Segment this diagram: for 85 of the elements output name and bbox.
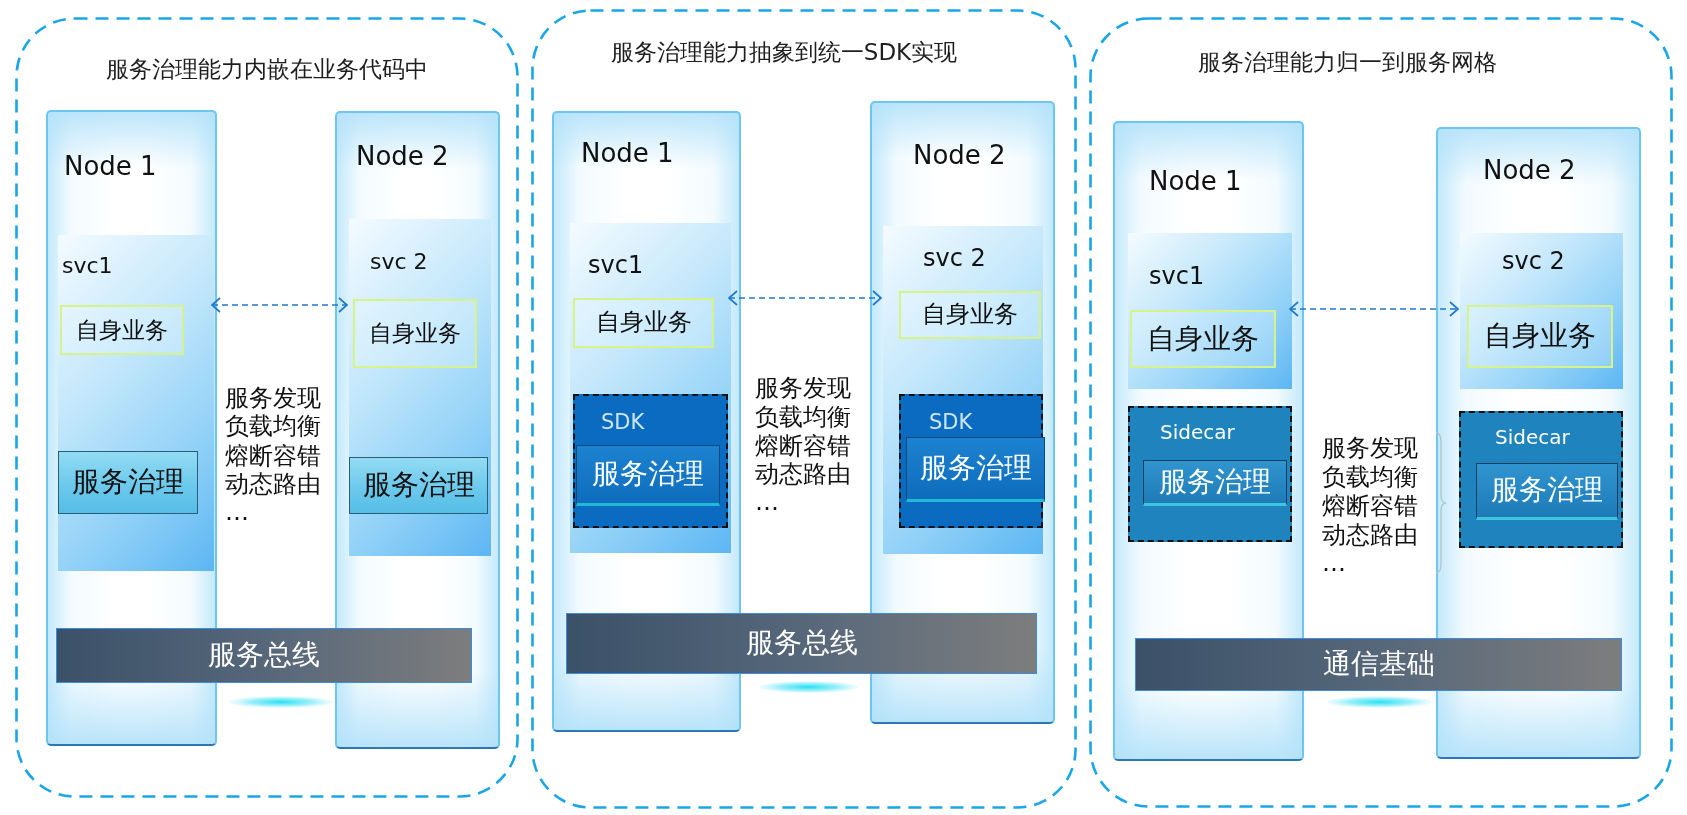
box-label: 自身业务: [76, 316, 168, 344]
node-title: Node 2: [1483, 156, 1576, 186]
service-panel: [1460, 233, 1623, 389]
service-title: svc 2: [370, 249, 428, 275]
container-title: SDK: [929, 409, 973, 435]
dashed-container: [1128, 406, 1292, 542]
service-panel: [349, 219, 491, 556]
module-box: [58, 451, 198, 514]
list-item-text: 熔断容错: [755, 432, 851, 460]
module-box: [1143, 460, 1287, 506]
module-box: [1476, 463, 1618, 520]
dashed-arrow: [1289, 301, 1459, 317]
list-item-text: 负载均衡: [225, 412, 321, 440]
service-panel: [570, 223, 731, 553]
list-item-text: 熔断容错: [225, 442, 321, 470]
dashed-arrow: [728, 290, 882, 306]
outlined-box: [1130, 310, 1276, 368]
box-label: 自身业务: [1484, 320, 1596, 353]
container-title: Sidecar: [1160, 420, 1235, 444]
box-label: 服务治理: [1491, 474, 1603, 507]
list-item-text: 动态路由: [225, 470, 321, 498]
outlined-box: [353, 299, 477, 368]
module-box: [349, 457, 488, 514]
list-item-text: 动态路由: [755, 460, 851, 488]
box-label: 通信基础: [1322, 648, 1435, 681]
dashed-container: [573, 394, 728, 528]
box-label: 服务治理: [362, 469, 475, 502]
service-title: svc1: [588, 252, 644, 280]
service-title: svc1: [1149, 263, 1205, 291]
node-title: Node 1: [64, 152, 157, 182]
node-column: [335, 111, 500, 749]
box-label: 自身业务: [595, 309, 692, 337]
dashed-panel: [1089, 17, 1673, 808]
bus-bar: [56, 628, 472, 683]
node-column: [1113, 121, 1304, 761]
list-item-text: 负载均衡: [1322, 463, 1418, 491]
service-panel: [883, 226, 1043, 554]
list-item-text: …: [755, 488, 779, 516]
node-title: Node 1: [581, 139, 674, 169]
outlined-box: [60, 305, 184, 355]
list-item-text: 服务发现: [755, 374, 851, 402]
service-title: svc1: [62, 253, 113, 279]
list-item-text: …: [225, 498, 249, 526]
module-box: [576, 445, 720, 506]
node-column: [870, 101, 1055, 724]
outlined-box: [899, 291, 1041, 339]
panel-title: 服务治理能力抽象到统一SDK实现: [610, 38, 958, 66]
node-column: [1436, 127, 1641, 759]
bus-bar: [566, 613, 1037, 674]
box-label: 自身业务: [1147, 322, 1259, 356]
node-column: [552, 111, 741, 732]
dashed-arrow: [211, 297, 348, 313]
list-item-text: 熔断容错: [1322, 492, 1418, 520]
dashed-panel: [15, 17, 519, 798]
list-item-text: 服务发现: [225, 384, 321, 412]
outlined-box: [1467, 305, 1613, 368]
box-label: 服务治理: [72, 466, 184, 499]
box-label: 服务治理: [1159, 465, 1271, 499]
list-item-text: 服务发现: [1322, 434, 1418, 462]
node-title: Node 2: [356, 142, 449, 172]
module-box: [906, 437, 1045, 502]
service-title: svc 2: [923, 245, 986, 273]
panel-title: 服务治理能力归一到服务网格: [1197, 48, 1497, 76]
list-item-text: …: [1322, 549, 1346, 577]
box-label: 服务治理: [592, 458, 704, 491]
box-label: 服务治理: [919, 452, 1032, 485]
node-title: Node 1: [1149, 167, 1242, 197]
list-item-text: 动态路由: [1322, 521, 1418, 549]
service-panel: [58, 235, 214, 571]
list-item-text: 负载均衡: [755, 403, 851, 431]
container-title: Sidecar: [1495, 425, 1570, 449]
box-label: 自身业务: [922, 301, 1018, 329]
dashed-container: [1459, 411, 1623, 548]
service-title: svc 2: [1502, 248, 1565, 276]
panel-title: 服务治理能力内嵌在业务代码中: [106, 55, 428, 83]
box-label: 服务总线: [208, 639, 320, 672]
container-title: SDK: [601, 409, 645, 435]
box-label: 自身业务: [369, 320, 461, 347]
service-panel: [1128, 233, 1292, 389]
outlined-box: [573, 298, 714, 348]
node-title: Node 2: [913, 141, 1006, 171]
box-label: 服务总线: [745, 627, 858, 660]
dashed-container: [899, 394, 1043, 528]
bus-bar: [1135, 638, 1622, 691]
dashed-panel: [531, 9, 1077, 809]
